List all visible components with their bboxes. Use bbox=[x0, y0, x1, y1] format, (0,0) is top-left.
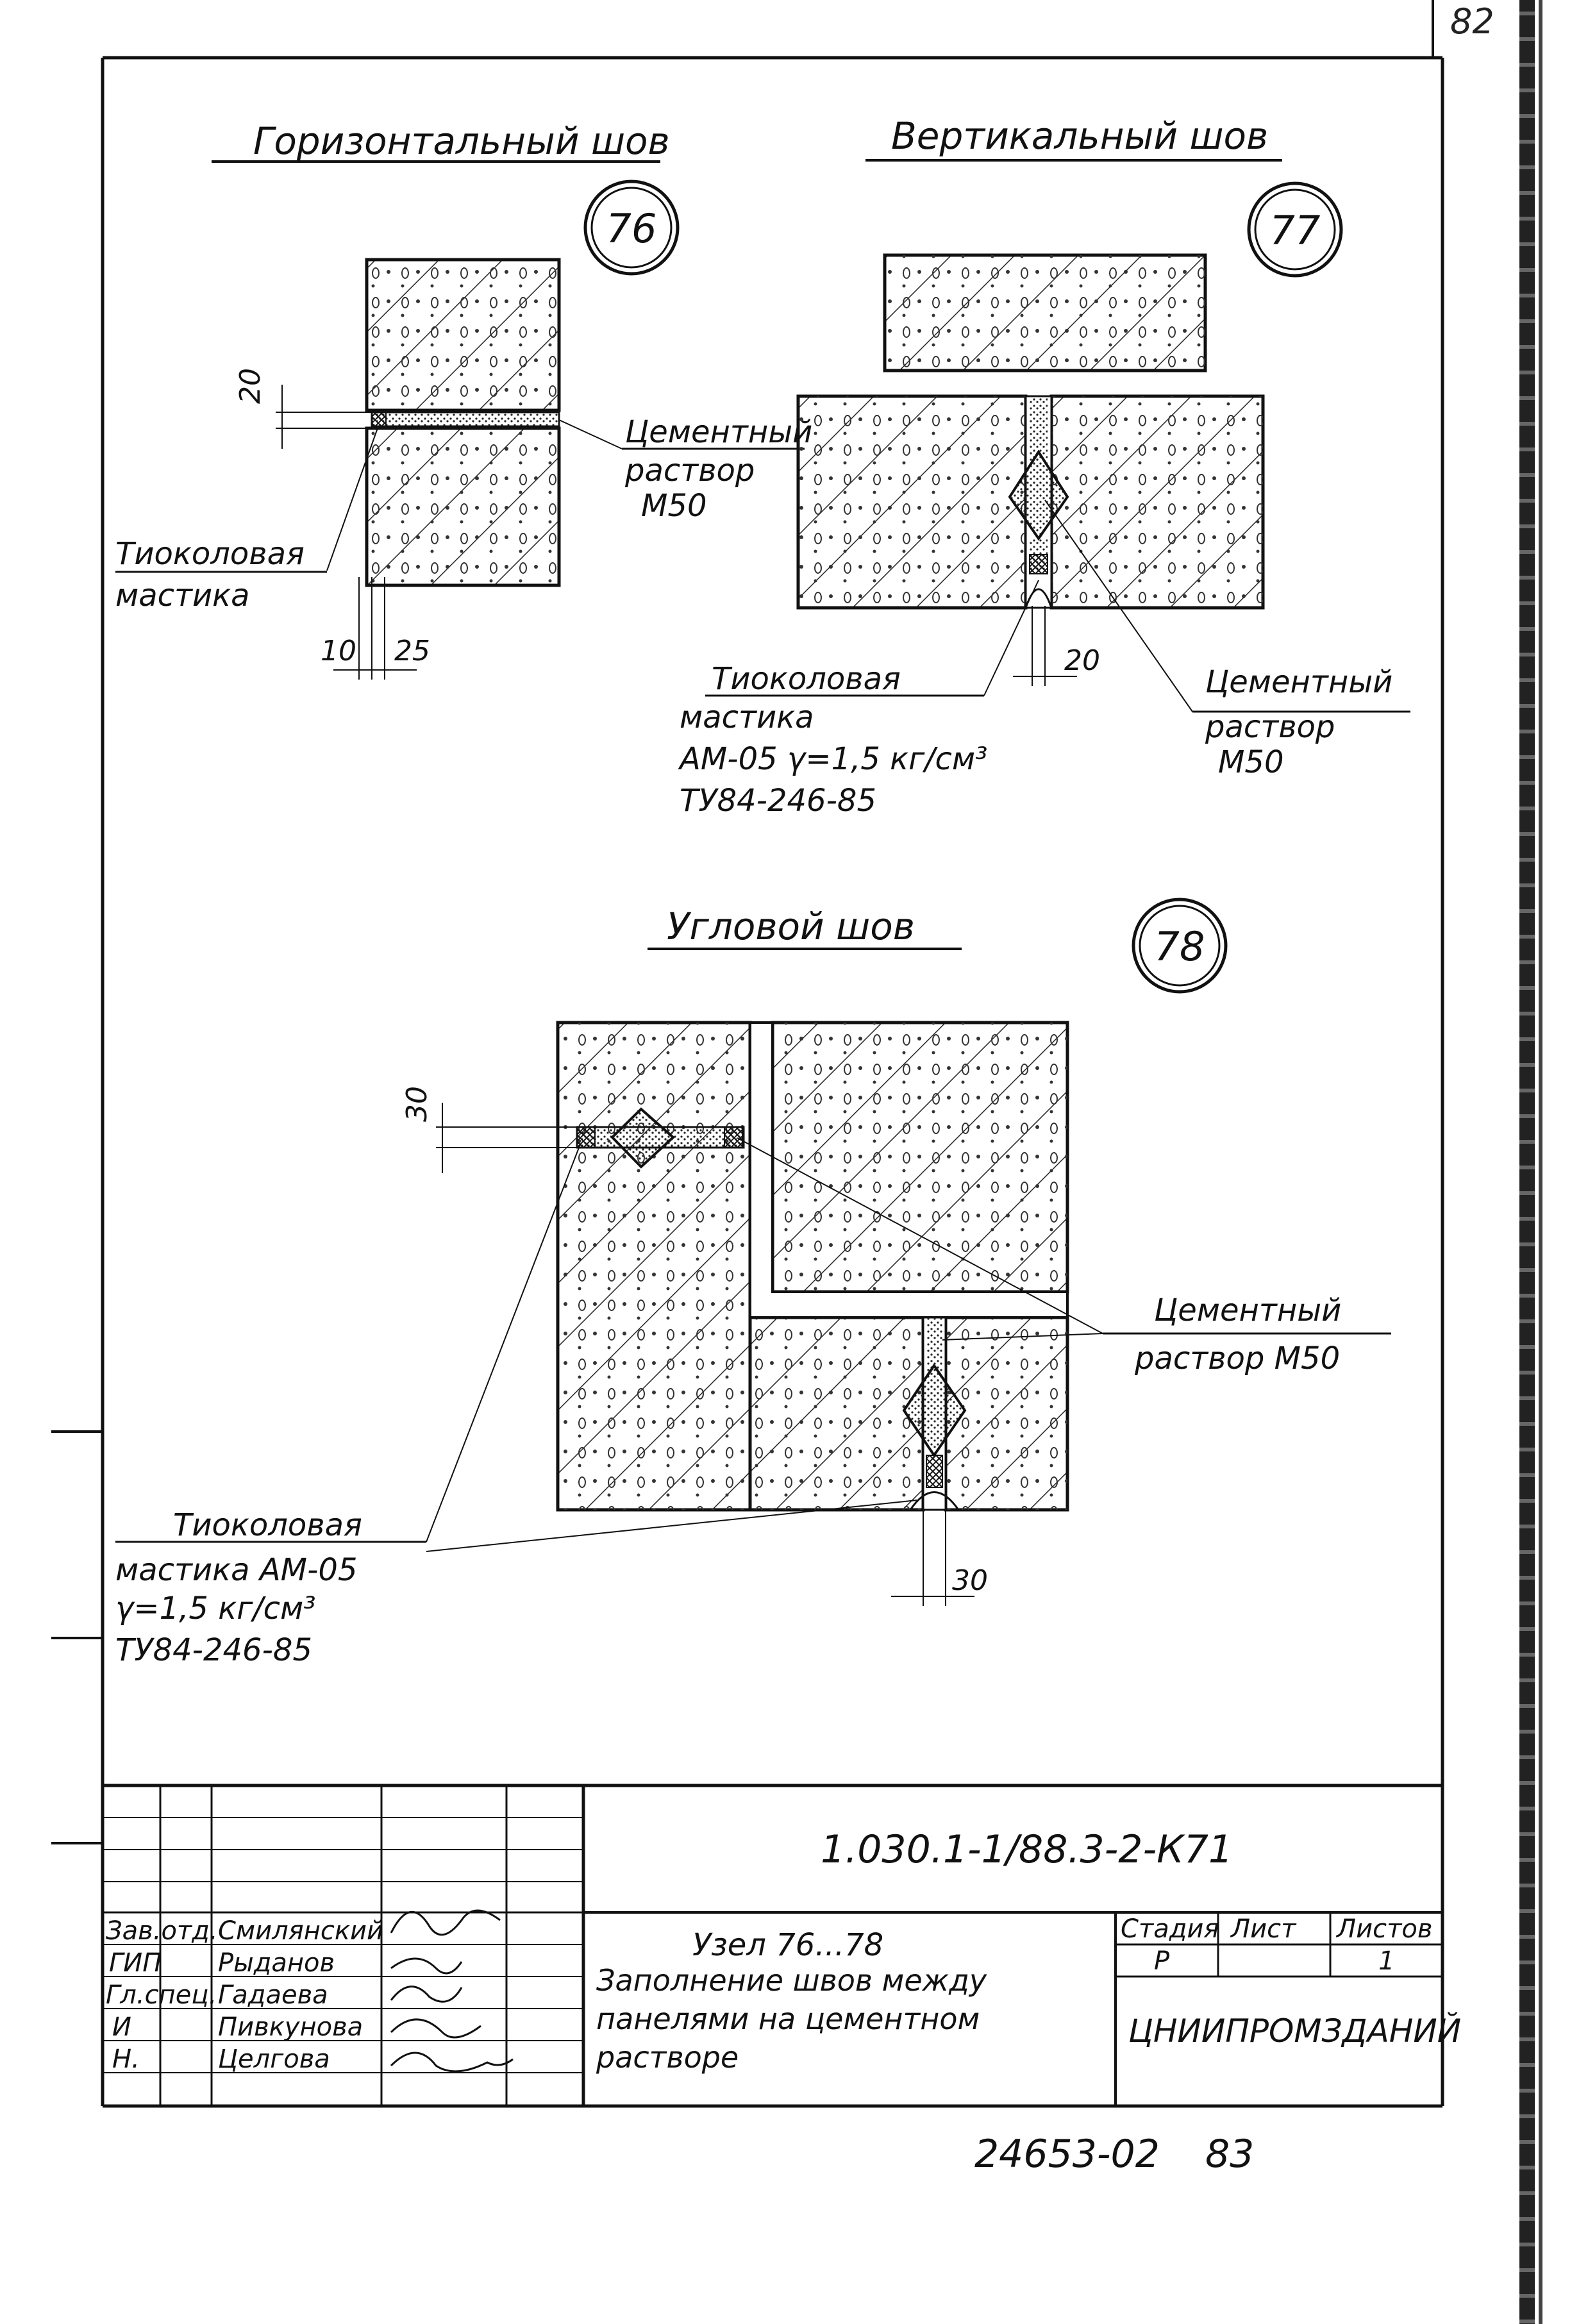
margin-marks bbox=[51, 1430, 103, 1844]
d77-mastic-label-3: АМ-05 γ=1,5 кг/см³ bbox=[678, 741, 987, 777]
staff-name: Смилянский bbox=[218, 1916, 383, 1946]
description-line-1: Заполнение швов между bbox=[596, 1963, 987, 1998]
d77-cement-label-2: раствор bbox=[1205, 709, 1335, 745]
d77-cement-label-3: М50 bbox=[1218, 744, 1284, 780]
binding-edge-inner bbox=[1539, 0, 1542, 2324]
node-label: Узел 76...78 bbox=[692, 1927, 883, 1963]
detail-78-number: 78 bbox=[1155, 923, 1205, 970]
d78-mastic-label-3: γ=1,5 кг/см³ bbox=[115, 1591, 315, 1626]
d78-bottom-dim: 30 bbox=[952, 1564, 988, 1597]
page-number: 82 bbox=[1450, 1, 1494, 42]
staff-role: Зав.отд. bbox=[106, 1916, 218, 1946]
staff-name: Пивкунова bbox=[218, 2012, 363, 2042]
staff-list: Зав.отд. Смилянский ГИП Рыданов Гл.спец.… bbox=[106, 1916, 383, 2074]
title-block bbox=[103, 1784, 1442, 2108]
col-sheet: Лист bbox=[1230, 1914, 1297, 1944]
sheets-value: 1 bbox=[1378, 1946, 1394, 1976]
staff-role: Гл.спец. bbox=[106, 1980, 217, 2010]
staff-role: И bbox=[112, 2012, 131, 2042]
detail-76-number: 76 bbox=[606, 205, 657, 252]
signatures bbox=[390, 1909, 514, 2073]
drawing-code: 1.030.1-1/88.3-2-К71 bbox=[821, 1827, 1233, 1872]
footer-code: 24653-02 bbox=[974, 2132, 1160, 2177]
detail-78: Угловой шов 78 30 bbox=[115, 898, 1391, 1668]
d77-mastic-label-4: ТУ84-246-85 bbox=[680, 783, 876, 819]
d77-cement-label-1: Цементный bbox=[1205, 664, 1392, 700]
d77-mastic-label-1: Тиоколовая bbox=[712, 661, 901, 697]
footer-page: 83 bbox=[1205, 2132, 1254, 2177]
detail-76: Горизонтальный шов 76 20 10 25 Цементный bbox=[115, 119, 812, 680]
d78-top-dim: 30 bbox=[401, 1086, 433, 1122]
d76-mastic-label-1: Тиоколовая bbox=[115, 536, 305, 572]
d76-left-dim: 10 bbox=[321, 635, 356, 667]
sheet-frame bbox=[101, 0, 1444, 2106]
d78-cement-label-1: Цементный bbox=[1154, 1292, 1341, 1328]
d76-cement-label-3: М50 bbox=[641, 488, 707, 524]
detail-78-title: Угловой шов bbox=[667, 905, 915, 948]
col-sheets: Листов bbox=[1335, 1914, 1432, 1944]
detail-77: Вертикальный шов 77 20 Тиоколовая мастик… bbox=[678, 114, 1410, 819]
d76-joint-dim: 20 bbox=[234, 368, 267, 404]
d77-joint-dim: 20 bbox=[1064, 644, 1100, 677]
col-stage: Стадия bbox=[1121, 1914, 1219, 1944]
d76-cement-label-1: Цементный bbox=[625, 414, 812, 450]
staff-name: Рыданов bbox=[218, 1948, 335, 1978]
d76-right-dim: 25 bbox=[394, 635, 430, 667]
d78-mastic-label-2: мастика АМ-05 bbox=[115, 1552, 357, 1588]
detail-77-title: Вертикальный шов bbox=[891, 114, 1268, 158]
binding-edge bbox=[1519, 0, 1535, 2324]
d78-mastic-label-4: ТУ84-246-85 bbox=[115, 1632, 312, 1668]
stage-value: Р bbox=[1154, 1946, 1170, 1976]
staff-role: ГИП bbox=[109, 1948, 162, 1978]
staff-name: Гадаева bbox=[218, 1980, 328, 2010]
description-line-2: панелями на цементном bbox=[596, 2002, 980, 2036]
staff-name: Целгова bbox=[218, 2044, 330, 2074]
detail-77-number: 77 bbox=[1270, 207, 1321, 254]
staff-role: Н. bbox=[112, 2044, 140, 2074]
d78-mastic-label-1: Тиоколовая bbox=[173, 1507, 362, 1543]
detail-76-title: Горизонтальный шов bbox=[253, 119, 670, 163]
organization: ЦНИИПРОМЗДАНИЙ bbox=[1128, 2012, 1461, 2050]
d78-cement-label-2: раствор М50 bbox=[1134, 1341, 1340, 1376]
d76-mastic-label-2: мастика bbox=[115, 578, 250, 614]
description-line-3: растворе bbox=[596, 2040, 739, 2075]
d77-mastic-label-2: мастика bbox=[680, 699, 814, 735]
d76-cement-label-2: раствор bbox=[624, 453, 755, 489]
